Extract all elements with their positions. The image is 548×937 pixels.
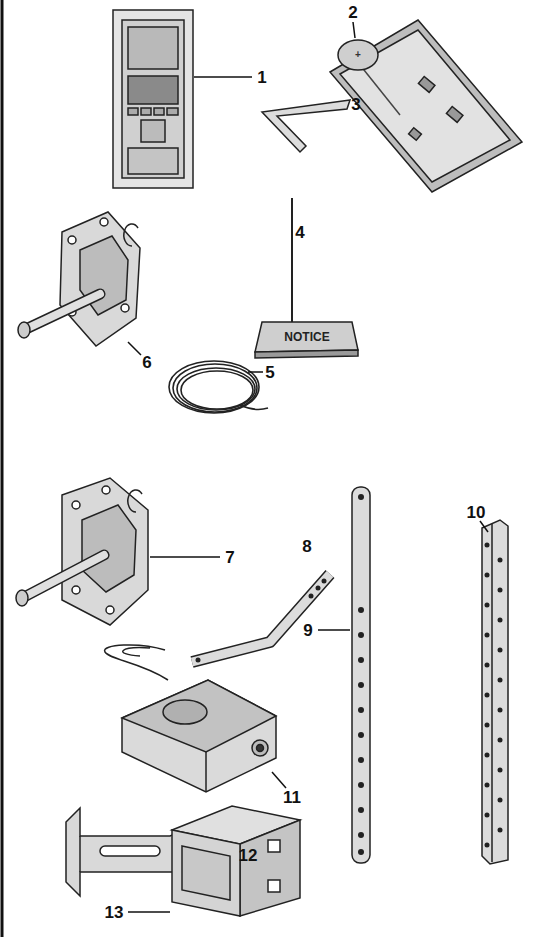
leader-line [272, 772, 286, 788]
callout-number: 8 [302, 538, 311, 555]
door-bracket [16, 478, 148, 625]
leader-line [194, 76, 252, 78]
light-lens [172, 806, 300, 916]
curved-arm [192, 574, 330, 663]
callout-number: 9 [303, 622, 312, 639]
callout-number: 13 [105, 904, 124, 921]
tag-text: NOTICE [284, 331, 329, 343]
leader-line [318, 629, 350, 631]
callout-number: 4 [295, 224, 304, 241]
angle-iron [482, 520, 508, 864]
leader-line [150, 556, 220, 558]
bell-wire [169, 361, 268, 413]
leader-line [128, 911, 170, 913]
callout-number: 6 [142, 354, 151, 371]
release-handle [255, 198, 358, 358]
callout-number: 12 [239, 847, 258, 864]
straight-arm [352, 487, 370, 863]
leader-line [480, 521, 488, 532]
leader-line [248, 371, 263, 373]
remote-control [330, 20, 522, 192]
leader-line [128, 342, 141, 355]
wall-control [113, 10, 193, 188]
callout-number: 7 [225, 549, 234, 566]
callout-number: 10 [467, 504, 486, 521]
callout-number: 1 [257, 69, 266, 86]
leader-line [353, 22, 355, 38]
door-bracket [18, 212, 140, 346]
visor-clip [262, 100, 350, 152]
battery-polarity: + [355, 50, 361, 60]
callout-number: 2 [348, 4, 357, 21]
callout-number: 11 [283, 789, 301, 806]
safety-sensor [105, 645, 276, 792]
callout-number: 3 [351, 96, 360, 113]
callout-number: 5 [265, 364, 274, 381]
